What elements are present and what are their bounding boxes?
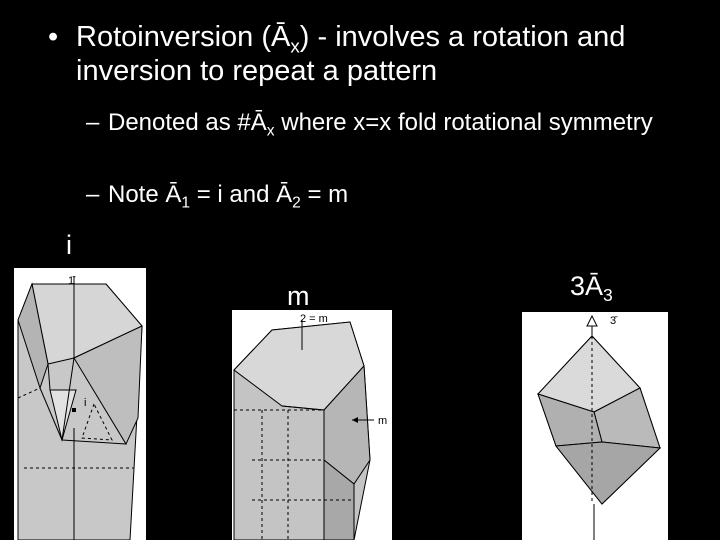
rotoinversion-3-crystal-drawing: 3̄: [537, 314, 662, 540]
inversion-figure: 1̄ i: [14, 268, 146, 540]
sub-bullet-denoted-text: Denoted as #Āx where x=x fold rotational…: [108, 108, 668, 140]
figure-3-label: 3Ā3: [570, 271, 613, 304]
figure-m-label: m: [287, 281, 310, 311]
inversion-center-label: i: [84, 397, 86, 409]
main-bullet-text: Rotoinversion (Āx) - involves a rotation…: [76, 20, 716, 88]
main-bullet-text-b: ) - involves a rotation and inversion to…: [76, 21, 626, 87]
mirror-axis-label: 2 = m: [300, 313, 328, 325]
inversion-axis-label: 1̄: [68, 275, 76, 287]
main-bullet-text-a: Rotoinversion (Ā: [76, 21, 291, 53]
mirror-figure: 2 = m m: [232, 310, 392, 540]
inversion-crystal-drawing: 1̄ i: [17, 275, 143, 540]
figure-3-label-text: 3Ā: [570, 271, 604, 301]
sub2-text-c: = m: [300, 181, 349, 208]
sub1-text-b: where x=x fold rotational symmetry: [274, 109, 653, 136]
rotoinversion-3-figure: 3̄: [522, 312, 668, 540]
sub2-text-a: Note Ā: [108, 181, 182, 208]
sub2-subscript-a: 1: [181, 194, 191, 212]
main-bullet-subscript: x: [290, 35, 300, 57]
figure-i-label: i: [66, 230, 72, 260]
mirror-plane-label: m: [378, 415, 387, 427]
sub-bullet-note-text: Note Ā1 = i and Ā2 = m: [108, 180, 668, 212]
rotoinversion-axis-label: 3̄: [610, 315, 618, 327]
bullet-marker: •: [48, 21, 59, 53]
dash-marker: –: [86, 109, 100, 136]
mirror-crystal-drawing: 2 = m m: [233, 313, 387, 540]
sub2-text-b: = i and Ā: [190, 181, 293, 208]
sub2-subscript-b: 2: [292, 194, 301, 212]
sub1-subscript: x: [266, 122, 275, 140]
sub1-text-a: Denoted as #Ā: [108, 109, 267, 136]
dash-marker: –: [86, 181, 100, 208]
figure-3-label-subscript: 3: [603, 285, 613, 306]
